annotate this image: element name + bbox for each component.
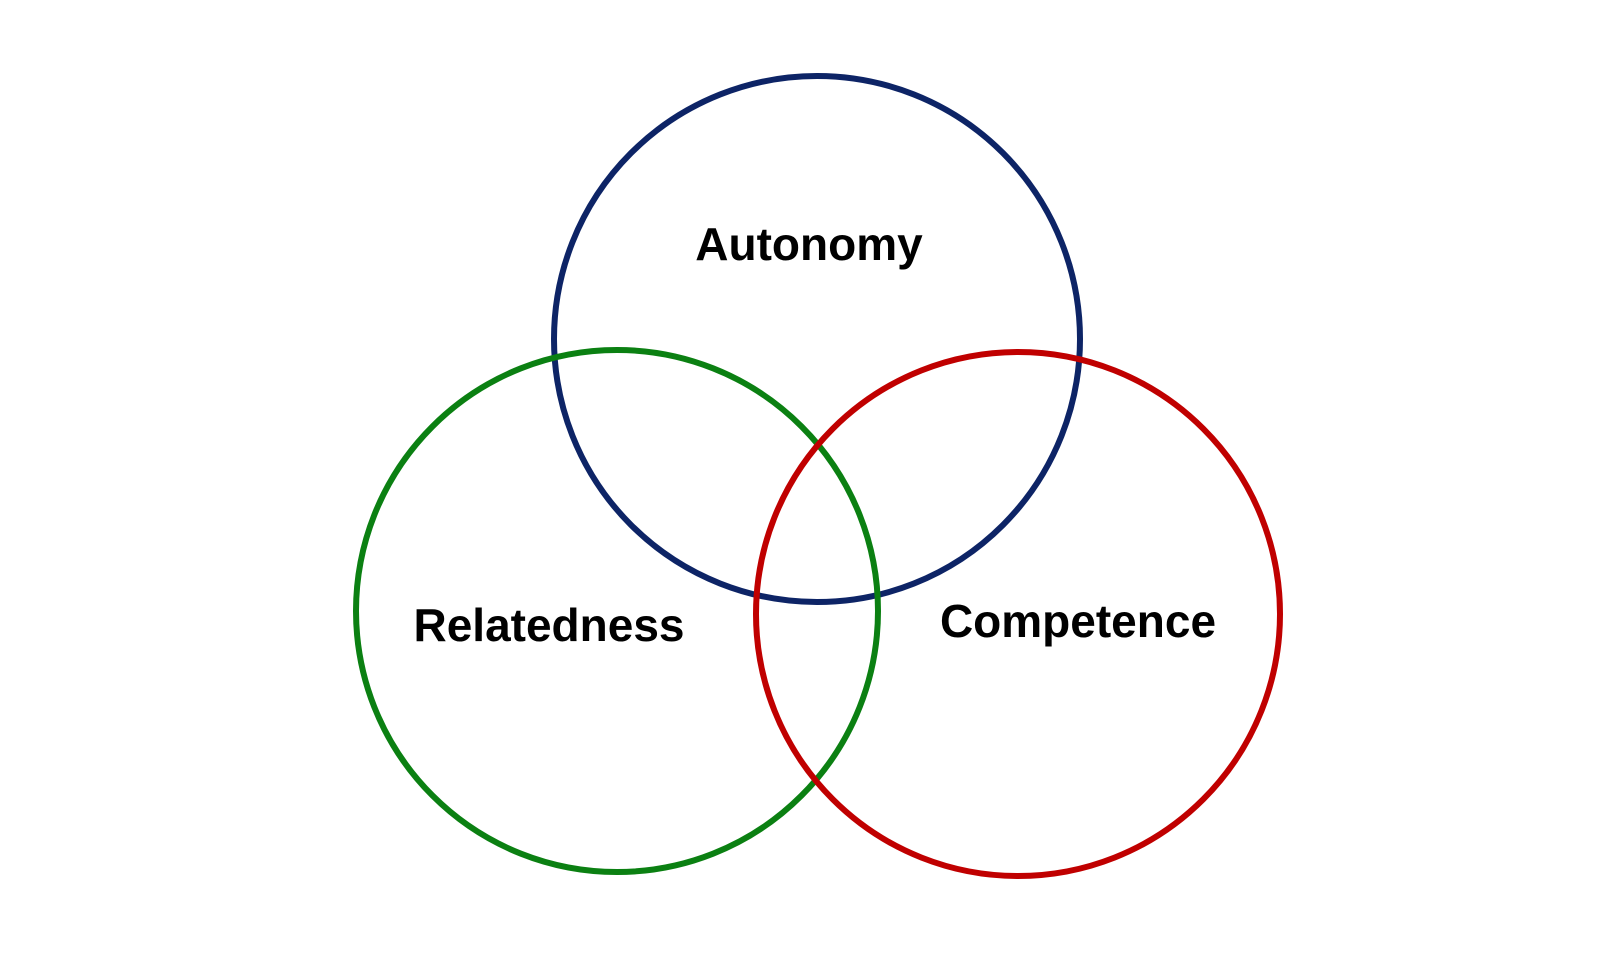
autonomy-label: Autonomy <box>695 218 923 270</box>
competence-circle <box>753 349 1283 879</box>
autonomy-circle <box>551 73 1083 605</box>
competence-label: Competence <box>940 595 1216 647</box>
relatedness-label: Relatedness <box>413 599 684 651</box>
relatedness-circle <box>353 347 881 875</box>
